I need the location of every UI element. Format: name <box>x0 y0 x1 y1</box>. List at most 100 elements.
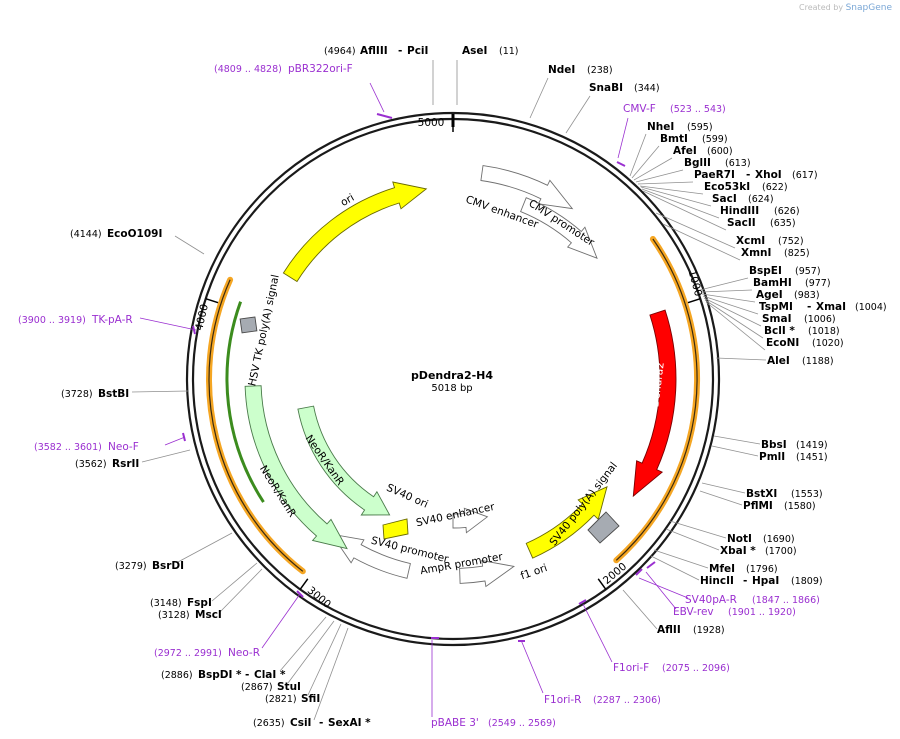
leader-line <box>653 549 709 569</box>
leader-line <box>641 188 720 219</box>
site-xmni: XmnI(825) <box>741 247 810 259</box>
watermark-brand: SnapGene <box>845 3 892 13</box>
leader-line <box>703 297 762 327</box>
primer-sv40pa-r: SV40pA-R(1847 .. 1866) <box>685 594 820 606</box>
feature-box-hsv-tk-polya <box>239 316 258 334</box>
site-alei: AleI(1188) <box>767 355 834 367</box>
leader-line <box>642 190 727 231</box>
site-bcli: BclI *(1018) <box>764 325 840 337</box>
feature-arrow-sv40-enhancer <box>452 507 489 534</box>
site-nhei: NheI(595) <box>647 121 713 133</box>
primer-pbabe-3: pBABE 3' <box>431 717 479 729</box>
tick-label-1000: 1000 <box>686 269 705 298</box>
primer-neo-r: (2972 .. 2991)Neo-R <box>154 647 260 659</box>
primer-pbr322ori-f: (4809 .. 4828)pBR322ori-F <box>214 63 353 75</box>
leader-line <box>369 82 385 113</box>
feature-box-sv40-ori <box>382 518 409 540</box>
watermark-prefix: Created by <box>799 3 844 12</box>
site-bstxi: BstXI(1553) <box>746 488 823 500</box>
leader-line <box>139 317 197 331</box>
site-pflmi: PflMI(1580) <box>743 500 816 512</box>
site-ndei: NdeI(238) <box>548 64 613 76</box>
site-bglii: BglII(613) <box>684 157 751 169</box>
leader-line <box>639 185 704 195</box>
leader-line <box>520 639 544 694</box>
feature-box-sv40-polya <box>587 511 620 544</box>
leader-line <box>650 555 700 581</box>
site-xbai: XbaI *(1700) <box>720 545 797 557</box>
leader-line <box>655 212 736 249</box>
feature-arrow-cmv-enhancer <box>480 165 574 210</box>
primer-cmv-f: CMV-F(523 .. 543) <box>623 103 726 115</box>
site-bamhi: BamHI(977) <box>753 277 831 289</box>
plasmid-name: pDendra2-H4 <box>411 369 493 382</box>
site-econi: EcoNI(1020) <box>766 337 844 349</box>
leader-line <box>279 616 327 672</box>
snapgene-watermark: Created by SnapGene <box>799 3 892 13</box>
site-noti: NotI(1690) <box>727 533 795 545</box>
leader-line <box>629 133 647 177</box>
feature-arrow-sv40-promoter <box>330 533 411 579</box>
site-bspdi-clai: (2886)BspDI *-ClaI * <box>161 669 286 681</box>
site-fspi: (3148)FspI <box>150 597 212 609</box>
feature-arrow-cmv-promoter <box>520 197 598 259</box>
leader-line <box>704 299 764 339</box>
site-smai: SmaI(1006) <box>762 313 836 325</box>
primer-binding-mark <box>646 561 656 569</box>
leader-line <box>261 593 301 649</box>
site-eco53ki: Eco53kI(622) <box>704 181 788 193</box>
site-sacii: SacII(635) <box>727 217 796 229</box>
translated-arc-dendra2-core <box>615 238 698 561</box>
feature-arrow-dendra2 <box>632 309 677 498</box>
site-xcmi: XcmI(752) <box>736 235 804 247</box>
leader-line <box>700 289 753 293</box>
primer-pbabe-3-range: (2549 .. 2569) <box>488 718 556 729</box>
primer-ebv-rev: EBV-rev(1901 .. 1920) <box>673 606 796 618</box>
site-csii-sexai: (2635)CsiI-SexAI * <box>253 717 371 729</box>
site-bsrdi: (3279)BsrDI <box>115 560 184 572</box>
tick-mark <box>687 297 701 304</box>
leader-line <box>307 623 342 696</box>
translated-region-arcs <box>206 236 701 575</box>
leader-line <box>529 77 549 119</box>
feature-label-ori: ori <box>339 192 357 209</box>
leader-line <box>662 223 741 261</box>
primer-binding-mark <box>376 113 393 119</box>
leader-line <box>622 589 658 630</box>
leader-line <box>665 528 720 551</box>
feature-label-dendra2: Dendra2 <box>649 361 666 407</box>
leader-line <box>211 562 258 602</box>
leader-line <box>669 520 727 539</box>
leader-line <box>645 571 677 610</box>
leader-line <box>715 357 767 361</box>
tick-label-4000: 4000 <box>193 303 211 332</box>
site-rsrii: (3562)RsrII <box>75 458 139 470</box>
site-pmli: PmlI(1451) <box>759 451 828 463</box>
leader-line <box>131 390 189 393</box>
leader-line <box>701 293 756 303</box>
tick-label-5000: 5000 <box>418 117 445 129</box>
tick-mark <box>205 297 219 304</box>
primer-f1ori-f: F1ori-F(2075 .. 2096) <box>613 662 730 674</box>
leader-line <box>313 627 349 721</box>
site-bspei: BspEI(957) <box>749 265 821 277</box>
leader-line <box>705 301 766 351</box>
leader-line <box>638 577 689 599</box>
feature-label-f1-ori: f1 ori <box>519 562 549 582</box>
primer-tk-pa-r: (3900 .. 3919)TK-pA-R <box>18 314 133 326</box>
tick-marks <box>205 114 701 590</box>
plasmid-length: 5018 bp <box>431 383 472 394</box>
leader-line <box>637 181 694 185</box>
site-bmti: BmtI(599) <box>660 133 728 145</box>
leader-line <box>633 157 673 181</box>
site-afei: AfeI(600) <box>673 145 733 157</box>
primer-binding-mark <box>296 590 304 598</box>
site-afliii-pcii: (4964)AflIII-PciI <box>324 45 428 57</box>
primer-neo-f: (3582 .. 3601)Neo-F <box>34 441 139 453</box>
site-aflii: AflII(1928) <box>657 624 725 636</box>
leader-line <box>141 449 191 463</box>
primer-binding-mark <box>182 432 186 442</box>
leader-line <box>713 435 761 445</box>
tick-mark <box>597 578 607 590</box>
